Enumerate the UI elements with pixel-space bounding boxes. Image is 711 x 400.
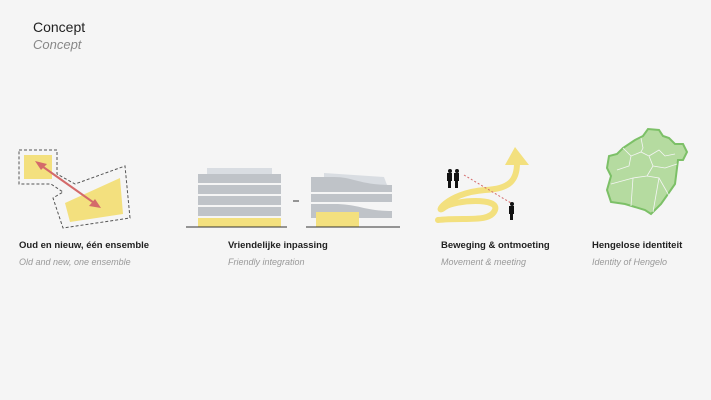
concept-title: Oud en nieuw, één ensemble — [19, 240, 150, 251]
old-new-ensemble-icon — [18, 149, 131, 229]
hengelo-map-icon — [605, 127, 689, 216]
concept-subtitle: Old and new, one ensemble — [19, 257, 131, 267]
concept-title: Hengelose identiteit — [592, 240, 683, 251]
page-subtitle: Concept — [33, 37, 82, 52]
concept-title: Vriendelijke inpassing — [228, 240, 328, 251]
concept-subtitle: Movement & meeting — [441, 257, 527, 267]
movement-spiral-icon — [435, 147, 529, 223]
concept-title: Beweging & ontmoeting — [441, 240, 550, 251]
page-title: Concept — [33, 19, 86, 35]
concept-subtitle: Identity of Hengelo — [592, 257, 668, 267]
concept-subtitle: Friendly integration — [228, 257, 305, 267]
building-integration-icon — [186, 168, 400, 228]
